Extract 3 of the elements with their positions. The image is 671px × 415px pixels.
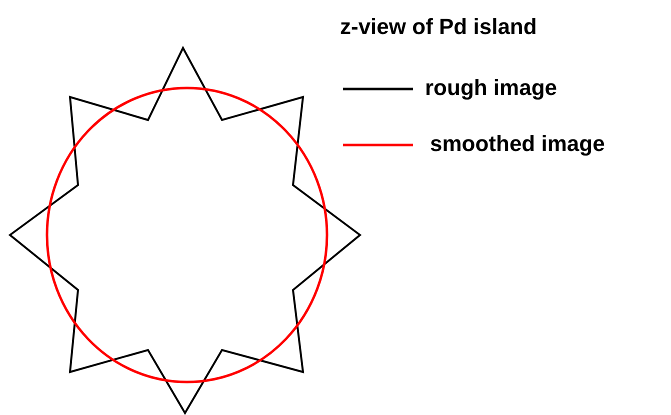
legend-label: rough image (425, 75, 558, 101)
legend-label: smoothed image (430, 131, 605, 157)
title: z-view of Pd island (340, 14, 537, 40)
